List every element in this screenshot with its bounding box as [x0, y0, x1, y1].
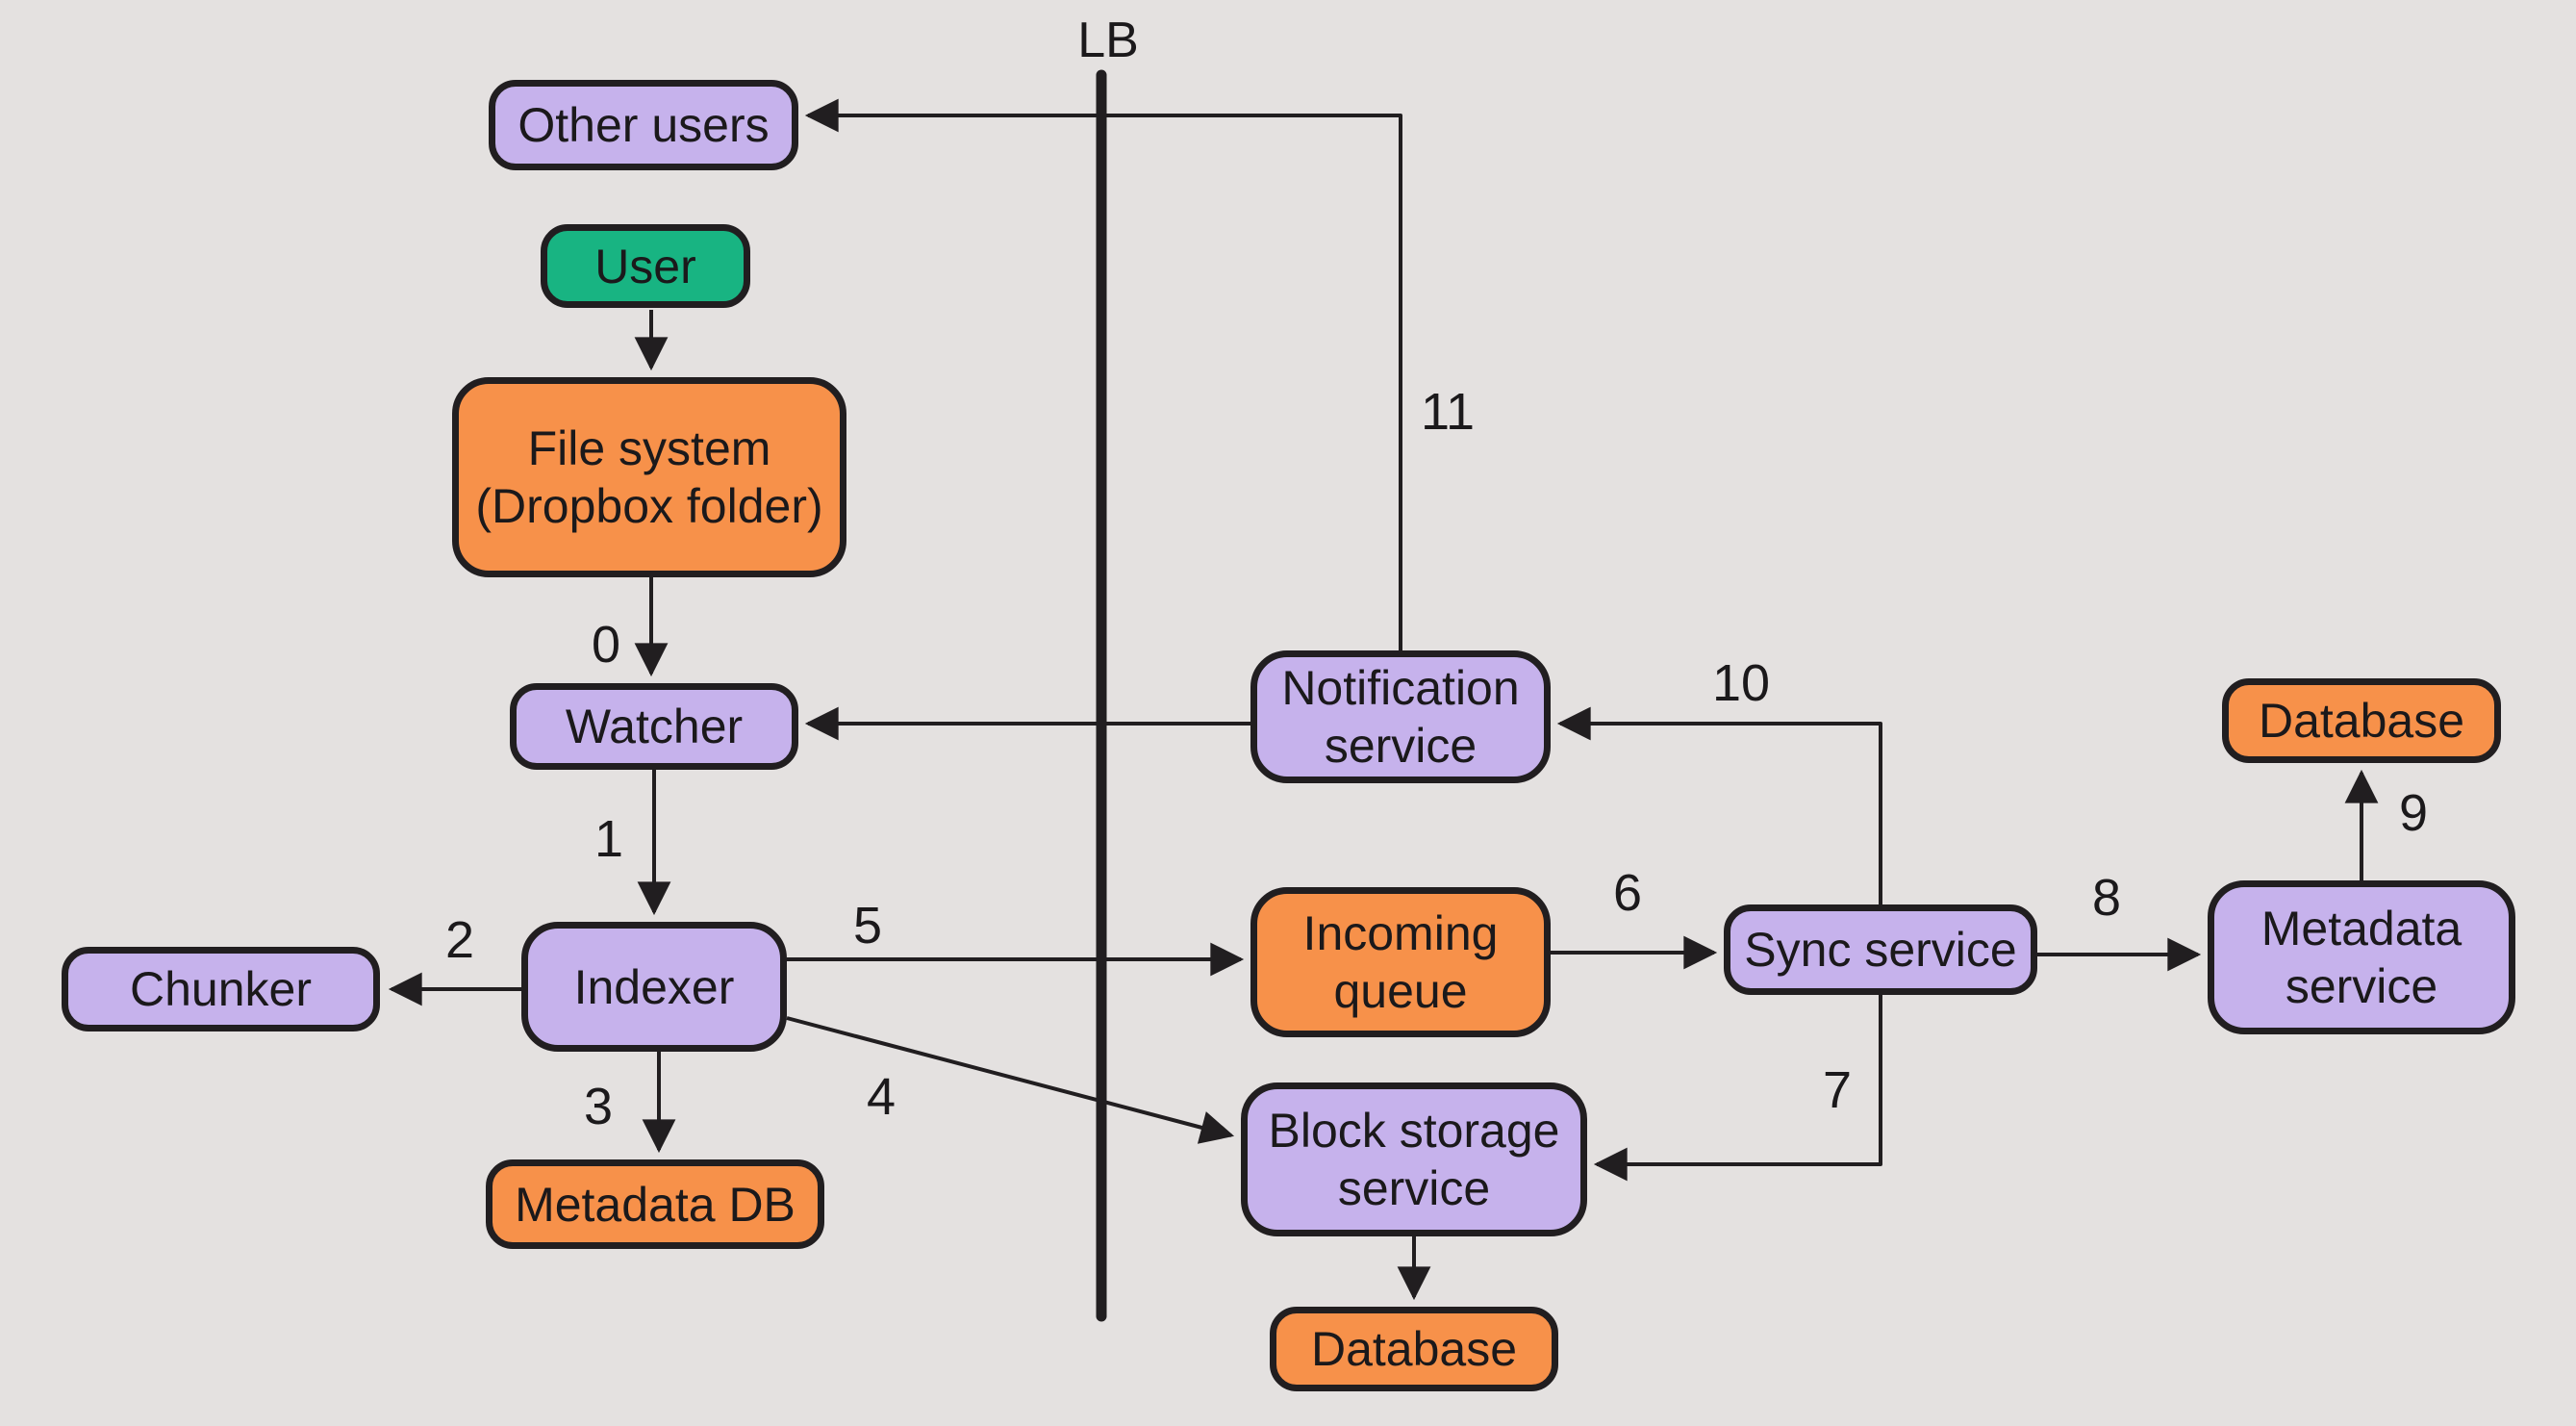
- edge-sync-notification: [1556, 706, 1882, 904]
- node-other-users: Other users: [489, 80, 798, 170]
- load-balancer-label: LB: [1077, 13, 1139, 68]
- edge-label-1: 1: [593, 810, 624, 868]
- node-block-storage-service: Block storage service: [1241, 1082, 1587, 1236]
- node-file-system: File system (Dropbox folder): [452, 377, 846, 577]
- node-database-top: Database: [2222, 678, 2501, 763]
- node-chunker: Chunker: [62, 947, 380, 1031]
- edge-label-6: 6: [1612, 864, 1643, 922]
- edge-label-4: 4: [866, 1068, 897, 1126]
- node-database-bottom: Database: [1270, 1307, 1558, 1391]
- edge-label-7: 7: [1822, 1061, 1853, 1119]
- node-incoming-queue: Incoming queue: [1250, 887, 1551, 1037]
- node-metadata-service: Metadata service: [2208, 880, 2515, 1034]
- edge-label-2: 2: [444, 911, 475, 969]
- node-notification-service: Notification service: [1250, 650, 1551, 783]
- edge-label-0: 0: [591, 616, 621, 674]
- node-watcher: Watcher: [510, 683, 798, 770]
- edge-indexer-block-storage: [786, 1016, 1235, 1144]
- edge-label-11: 11: [1420, 383, 1476, 441]
- node-metadata-db: Metadata DB: [486, 1159, 824, 1249]
- edge-label-3: 3: [583, 1078, 614, 1135]
- edge-notification-other-users: [804, 98, 1402, 650]
- edge-label-9: 9: [2398, 784, 2429, 842]
- edge-sync-block-storage: [1593, 995, 1882, 1182]
- node-sync-service: Sync service: [1724, 904, 2037, 995]
- node-indexer: Indexer: [521, 922, 787, 1052]
- node-user: User: [541, 224, 750, 308]
- edge-label-8: 8: [2091, 869, 2122, 927]
- edge-label-10: 10: [1711, 654, 1771, 712]
- edge-label-5: 5: [852, 897, 883, 955]
